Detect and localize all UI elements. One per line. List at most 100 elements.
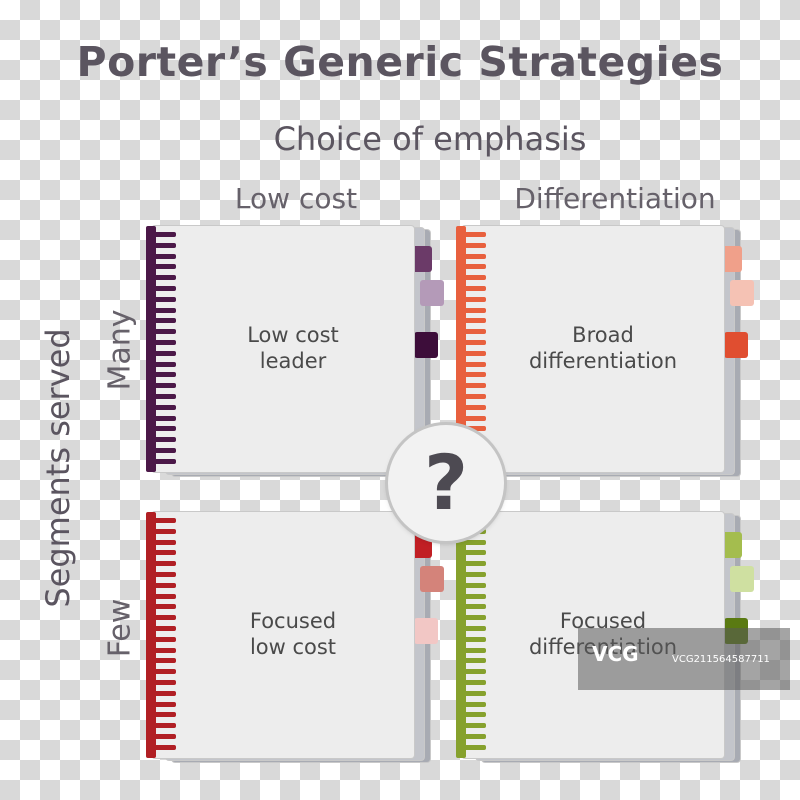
quadrant-label: Low cost leader <box>152 322 434 374</box>
notebook-tab <box>730 280 754 306</box>
binding-ring <box>154 723 176 729</box>
binding-ring <box>154 458 176 464</box>
row-label-many: Many <box>102 309 138 391</box>
binding-ring <box>154 394 176 399</box>
column-label-low-cost: Low cost <box>234 182 358 215</box>
binding-ring <box>464 426 486 432</box>
binding-ring <box>464 550 486 556</box>
quadrant-label-line-2: differentiation <box>528 349 678 373</box>
binding-ring <box>154 448 176 453</box>
quadrant-low-cost-leader: Low cost leader <box>146 226 444 476</box>
binding-ring <box>154 296 176 302</box>
row-axis-title: Segments served <box>39 328 77 608</box>
binding-ring <box>464 394 486 399</box>
binding-ring <box>464 404 486 410</box>
binding-ring <box>464 647 486 653</box>
binding-ring <box>154 561 176 567</box>
quadrant-focused-low-cost: Focused low cost <box>146 512 444 762</box>
spiral-binding <box>146 226 178 472</box>
binding-ring <box>464 307 486 313</box>
binding-ring <box>154 680 176 685</box>
binding-ring <box>154 582 176 588</box>
binding-ring <box>464 615 486 621</box>
binding-ring <box>154 550 176 556</box>
notebook-tab <box>420 566 444 592</box>
binding-ring <box>154 361 176 367</box>
binding-ring <box>464 415 486 421</box>
watermark: VCG VCG211564587711 <box>578 628 790 690</box>
binding-ring <box>464 626 486 631</box>
binding-spine <box>456 512 466 758</box>
binding-ring <box>154 286 176 291</box>
binding-ring <box>464 572 486 577</box>
binding-ring <box>154 636 176 642</box>
quadrant-label-line-2: low cost <box>249 635 337 659</box>
quadrant-broad-differentiation: Broad differentiation <box>456 226 754 476</box>
binding-ring <box>154 528 176 534</box>
binding-ring <box>464 372 486 378</box>
binding-ring <box>154 264 176 270</box>
binding-ring <box>154 404 176 410</box>
notebook-page <box>152 226 414 472</box>
binding-ring <box>464 669 486 675</box>
binding-ring <box>154 415 176 421</box>
binding-ring <box>464 242 486 248</box>
quadrant-label: Broad differentiation <box>462 322 744 374</box>
binding-ring <box>464 253 486 259</box>
binding-ring <box>464 658 486 664</box>
binding-ring <box>154 626 176 631</box>
binding-ring <box>154 539 176 545</box>
binding-ring <box>154 647 176 653</box>
quadrant-label-line-1: Broad <box>572 323 634 347</box>
binding-ring <box>464 582 486 588</box>
binding-ring <box>154 426 176 432</box>
quadrant-label-line-1: Low cost <box>247 323 339 347</box>
binding-ring <box>154 253 176 259</box>
watermark-id: VCG211564587711 <box>672 654 770 665</box>
binding-ring <box>464 636 486 642</box>
notebook-page <box>152 512 414 758</box>
binding-ring <box>154 329 176 335</box>
binding-ring <box>464 690 486 696</box>
binding-ring <box>464 232 486 237</box>
quadrant-label-line-2: leader <box>259 349 327 373</box>
binding-ring <box>464 350 486 356</box>
binding-ring <box>154 340 176 345</box>
column-label-differentiation: Differentiation <box>514 182 716 215</box>
notebook-tab <box>414 618 438 644</box>
column-axis-title: Choice of emphasis <box>273 120 587 158</box>
binding-ring <box>154 572 176 577</box>
binding-ring <box>464 318 486 324</box>
binding-ring <box>464 383 486 389</box>
binding-ring <box>464 286 486 291</box>
binding-ring <box>154 518 176 523</box>
binding-ring <box>464 604 486 610</box>
notebook-tab <box>724 332 748 358</box>
binding-ring <box>464 734 486 739</box>
binding-spine <box>456 226 466 472</box>
binding-ring <box>464 680 486 685</box>
binding-ring <box>154 658 176 664</box>
binding-ring <box>154 734 176 739</box>
binding-ring <box>154 437 176 443</box>
binding-ring <box>464 593 486 599</box>
binding-ring <box>154 604 176 610</box>
binding-ring <box>154 701 176 707</box>
binding-ring <box>464 296 486 302</box>
binding-ring <box>154 307 176 313</box>
notebook-tab <box>414 332 438 358</box>
watermark-logo: VCG <box>592 642 639 666</box>
quadrant-label: Focused low cost <box>152 608 434 660</box>
binding-ring <box>464 701 486 707</box>
binding-ring <box>464 329 486 335</box>
binding-ring <box>464 744 486 750</box>
binding-ring <box>154 712 176 718</box>
binding-ring <box>464 539 486 545</box>
binding-ring <box>154 690 176 696</box>
question-mark-icon: ? <box>388 425 504 541</box>
binding-ring <box>154 275 176 281</box>
binding-spine <box>146 226 156 472</box>
binding-ring <box>154 383 176 389</box>
binding-spine <box>146 512 156 758</box>
binding-ring <box>154 593 176 599</box>
